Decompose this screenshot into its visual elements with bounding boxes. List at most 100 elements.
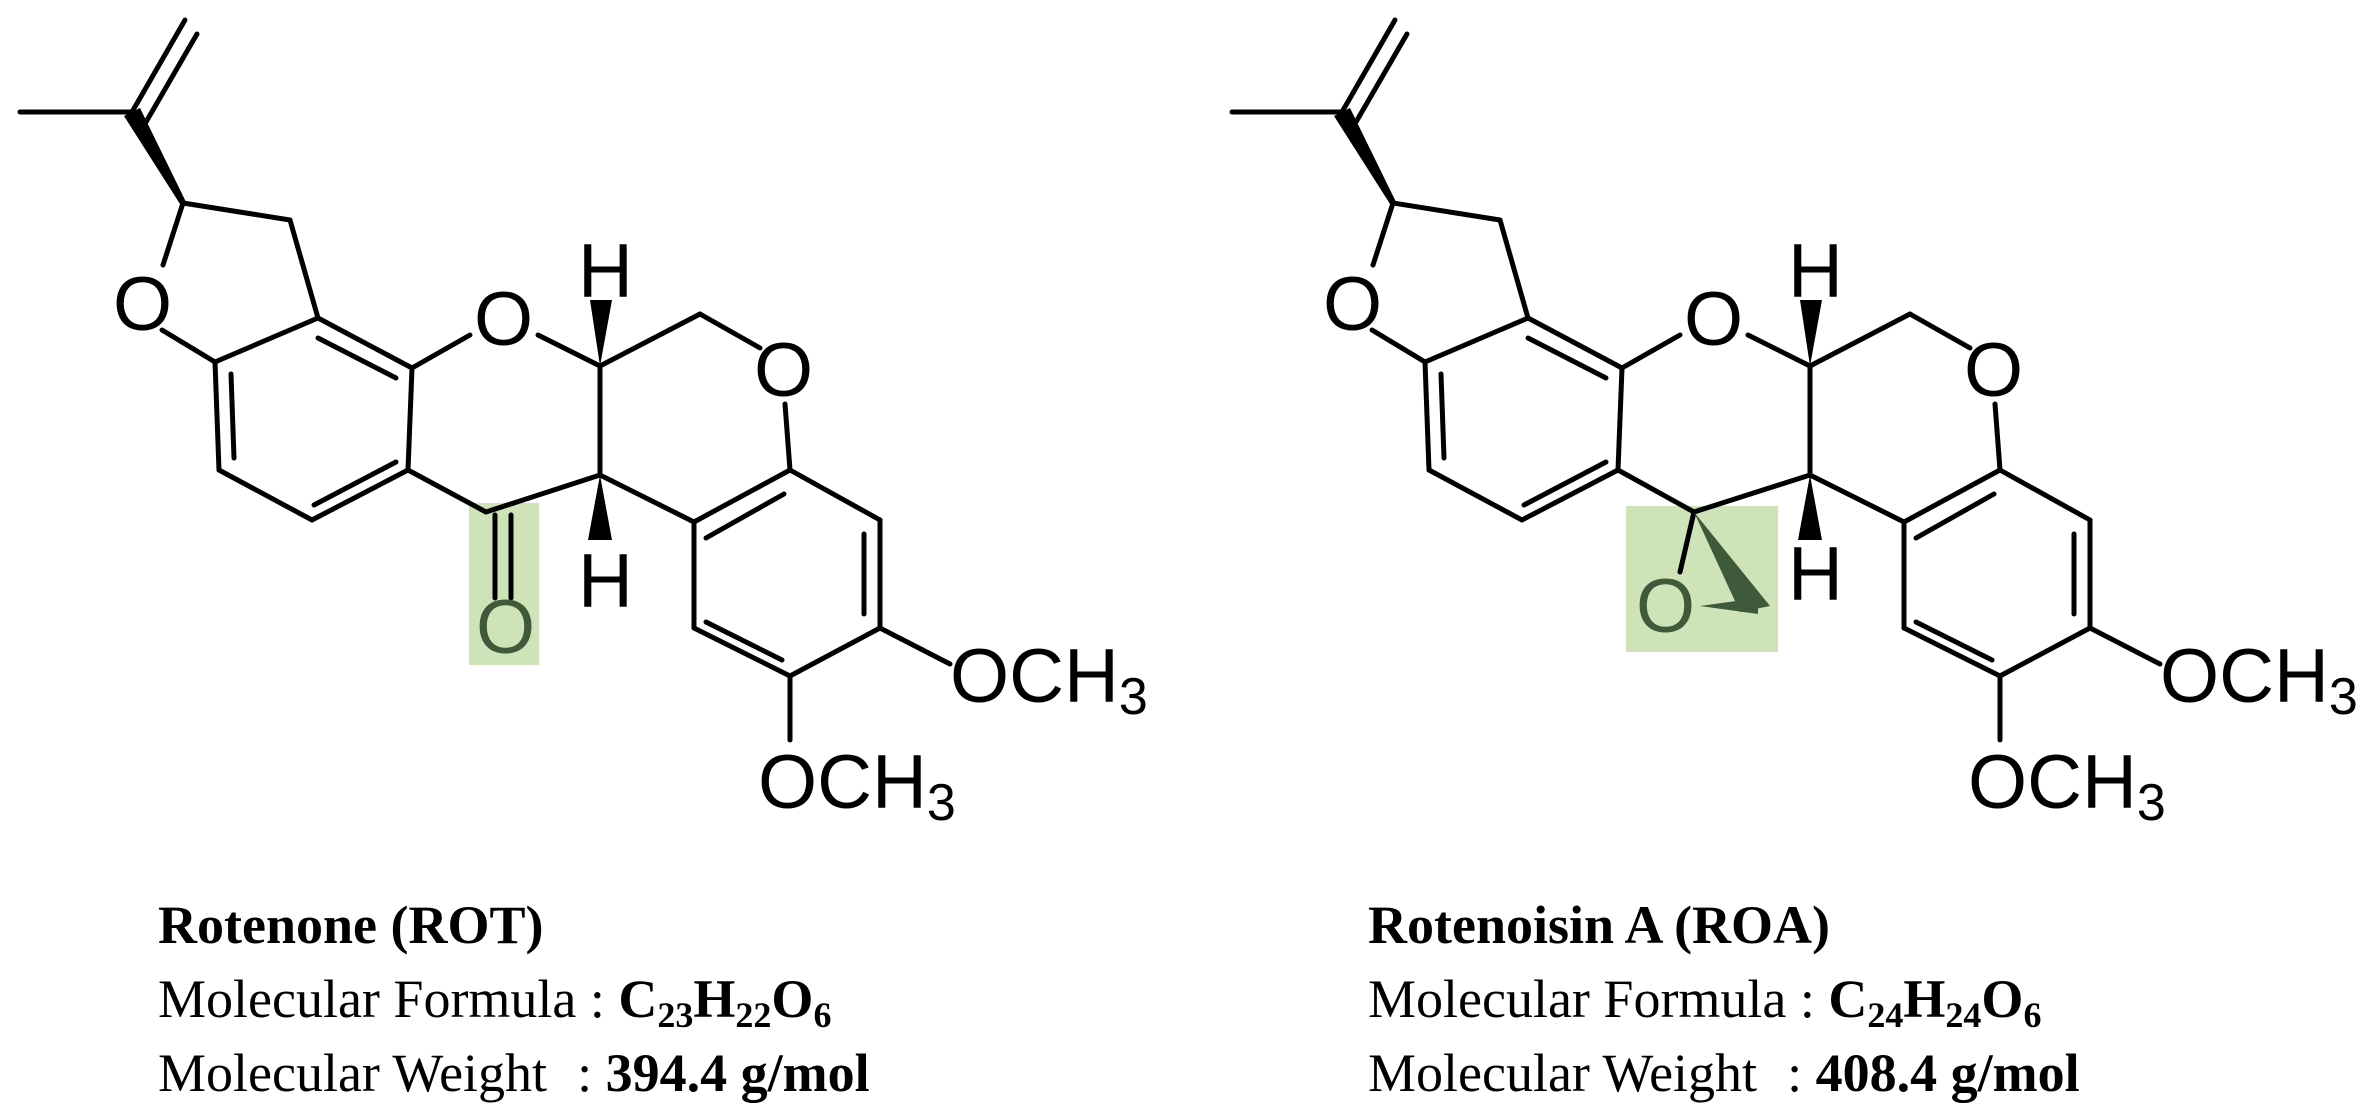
bond [405, 365, 415, 473]
bond [597, 311, 703, 369]
bond [787, 467, 883, 523]
bond [1913, 491, 1997, 541]
bond [1525, 335, 1609, 381]
weight-label: Molecular Weight [158, 1043, 548, 1103]
bond [1353, 31, 1410, 125]
atom-h: H [1788, 532, 1843, 617]
compound-name: Rotenoisin A (ROA) [1368, 895, 1831, 955]
bond [782, 401, 793, 473]
bond [1997, 625, 2093, 679]
bond [228, 371, 237, 461]
atom-o: O [113, 262, 172, 347]
bond [1745, 332, 1813, 369]
bond [1519, 467, 1621, 523]
rotenoisin-name: Rotenoisin A (ROA) [1368, 898, 1830, 952]
epoxide-highlight [1626, 506, 1778, 652]
bond [315, 335, 399, 381]
bond [1426, 467, 1525, 523]
wedge-bond [124, 108, 186, 204]
atom-h: H [578, 229, 633, 314]
bond [405, 467, 489, 515]
formula-value: C23H22O6 [618, 969, 832, 1035]
bond [159, 327, 218, 365]
atom-o-carbonyl: O [476, 585, 535, 670]
bond [1422, 315, 1531, 365]
atom-o: O [1323, 262, 1382, 347]
bond [1370, 200, 1396, 268]
weight-value: 394.4 g/mol [605, 1043, 870, 1103]
atom-o: O [1964, 328, 2023, 413]
formula-label: Molecular Formula : [1368, 969, 1815, 1029]
bond [1525, 315, 1625, 371]
bond [1901, 467, 2003, 525]
bond [703, 491, 787, 541]
atom-o-epoxide: O [1636, 564, 1695, 649]
wedge-bond [1334, 108, 1396, 204]
bond [691, 467, 793, 525]
rotenoisin-a-structure: O O O H H O OCH3 OCH3 [1229, 17, 2358, 832]
wedge-bond [588, 475, 612, 540]
bond [309, 467, 411, 523]
bond [1691, 472, 1813, 515]
bond [2087, 625, 2163, 667]
bond [703, 619, 785, 663]
rotenoisin-formula: Molecular Formula : C24H24O6 [1368, 972, 2041, 1033]
bond [409, 332, 473, 371]
bond [160, 200, 186, 268]
bond [1369, 327, 1428, 365]
formula-value: C24H24O6 [1828, 969, 2042, 1035]
rotenone-name: Rotenone (ROT) [158, 898, 543, 952]
bond [1997, 467, 2093, 523]
weight-separator: : [577, 1043, 593, 1103]
bond [1615, 365, 1625, 473]
wedge-bond [1694, 512, 1770, 612]
bond [1807, 311, 1913, 369]
bond [483, 472, 603, 515]
wedge-bond [590, 300, 612, 366]
bond [1390, 200, 1503, 223]
weight-label: Molecular Weight [1368, 1043, 1758, 1103]
bond [697, 311, 763, 351]
bond [1677, 509, 1697, 575]
bond [143, 31, 200, 125]
bond [597, 472, 697, 525]
bond [877, 625, 953, 667]
bond [212, 315, 321, 365]
bond [1913, 619, 1995, 663]
bond [129, 17, 188, 115]
bond [1619, 332, 1683, 371]
bond [787, 625, 883, 679]
methoxy-group: OCH3 [2160, 634, 2358, 726]
bond [1615, 467, 1697, 515]
rotenone-weight: Molecular Weight: 394.4 g/mol [158, 1046, 870, 1100]
bond [1438, 371, 1447, 461]
bond [1521, 459, 1609, 508]
bond [1901, 625, 2003, 679]
bond [1339, 17, 1398, 115]
bond [180, 200, 293, 223]
bond [1992, 401, 2003, 473]
weight-value: 408.4 g/mol [1815, 1043, 2080, 1103]
wedge-bond [1798, 475, 1822, 540]
atom-o: O [1684, 277, 1743, 362]
bond [212, 359, 222, 473]
atom-h: H [578, 539, 633, 624]
bond [315, 315, 415, 371]
rotenone-structure: O O O H H O OCH3 OCH3 [17, 17, 1148, 832]
bond [311, 459, 399, 508]
methoxy-group: OCH3 [950, 634, 1148, 726]
bond [1807, 472, 1907, 525]
carbonyl-highlight [469, 503, 539, 665]
formula-label: Molecular Formula : [158, 969, 605, 1029]
methoxy-group: OCH3 [758, 740, 956, 832]
wedge-bond [1700, 598, 1758, 614]
bond [535, 332, 603, 369]
bond [1497, 217, 1531, 321]
wedge-bond [1800, 300, 1822, 366]
weight-separator: : [1787, 1043, 1803, 1103]
atom-o: O [754, 328, 813, 413]
methoxy-group: OCH3 [1968, 740, 2166, 832]
rotenoisin-weight: Molecular Weight: 408.4 g/mol [1368, 1046, 2080, 1100]
atom-o: O [474, 277, 533, 362]
